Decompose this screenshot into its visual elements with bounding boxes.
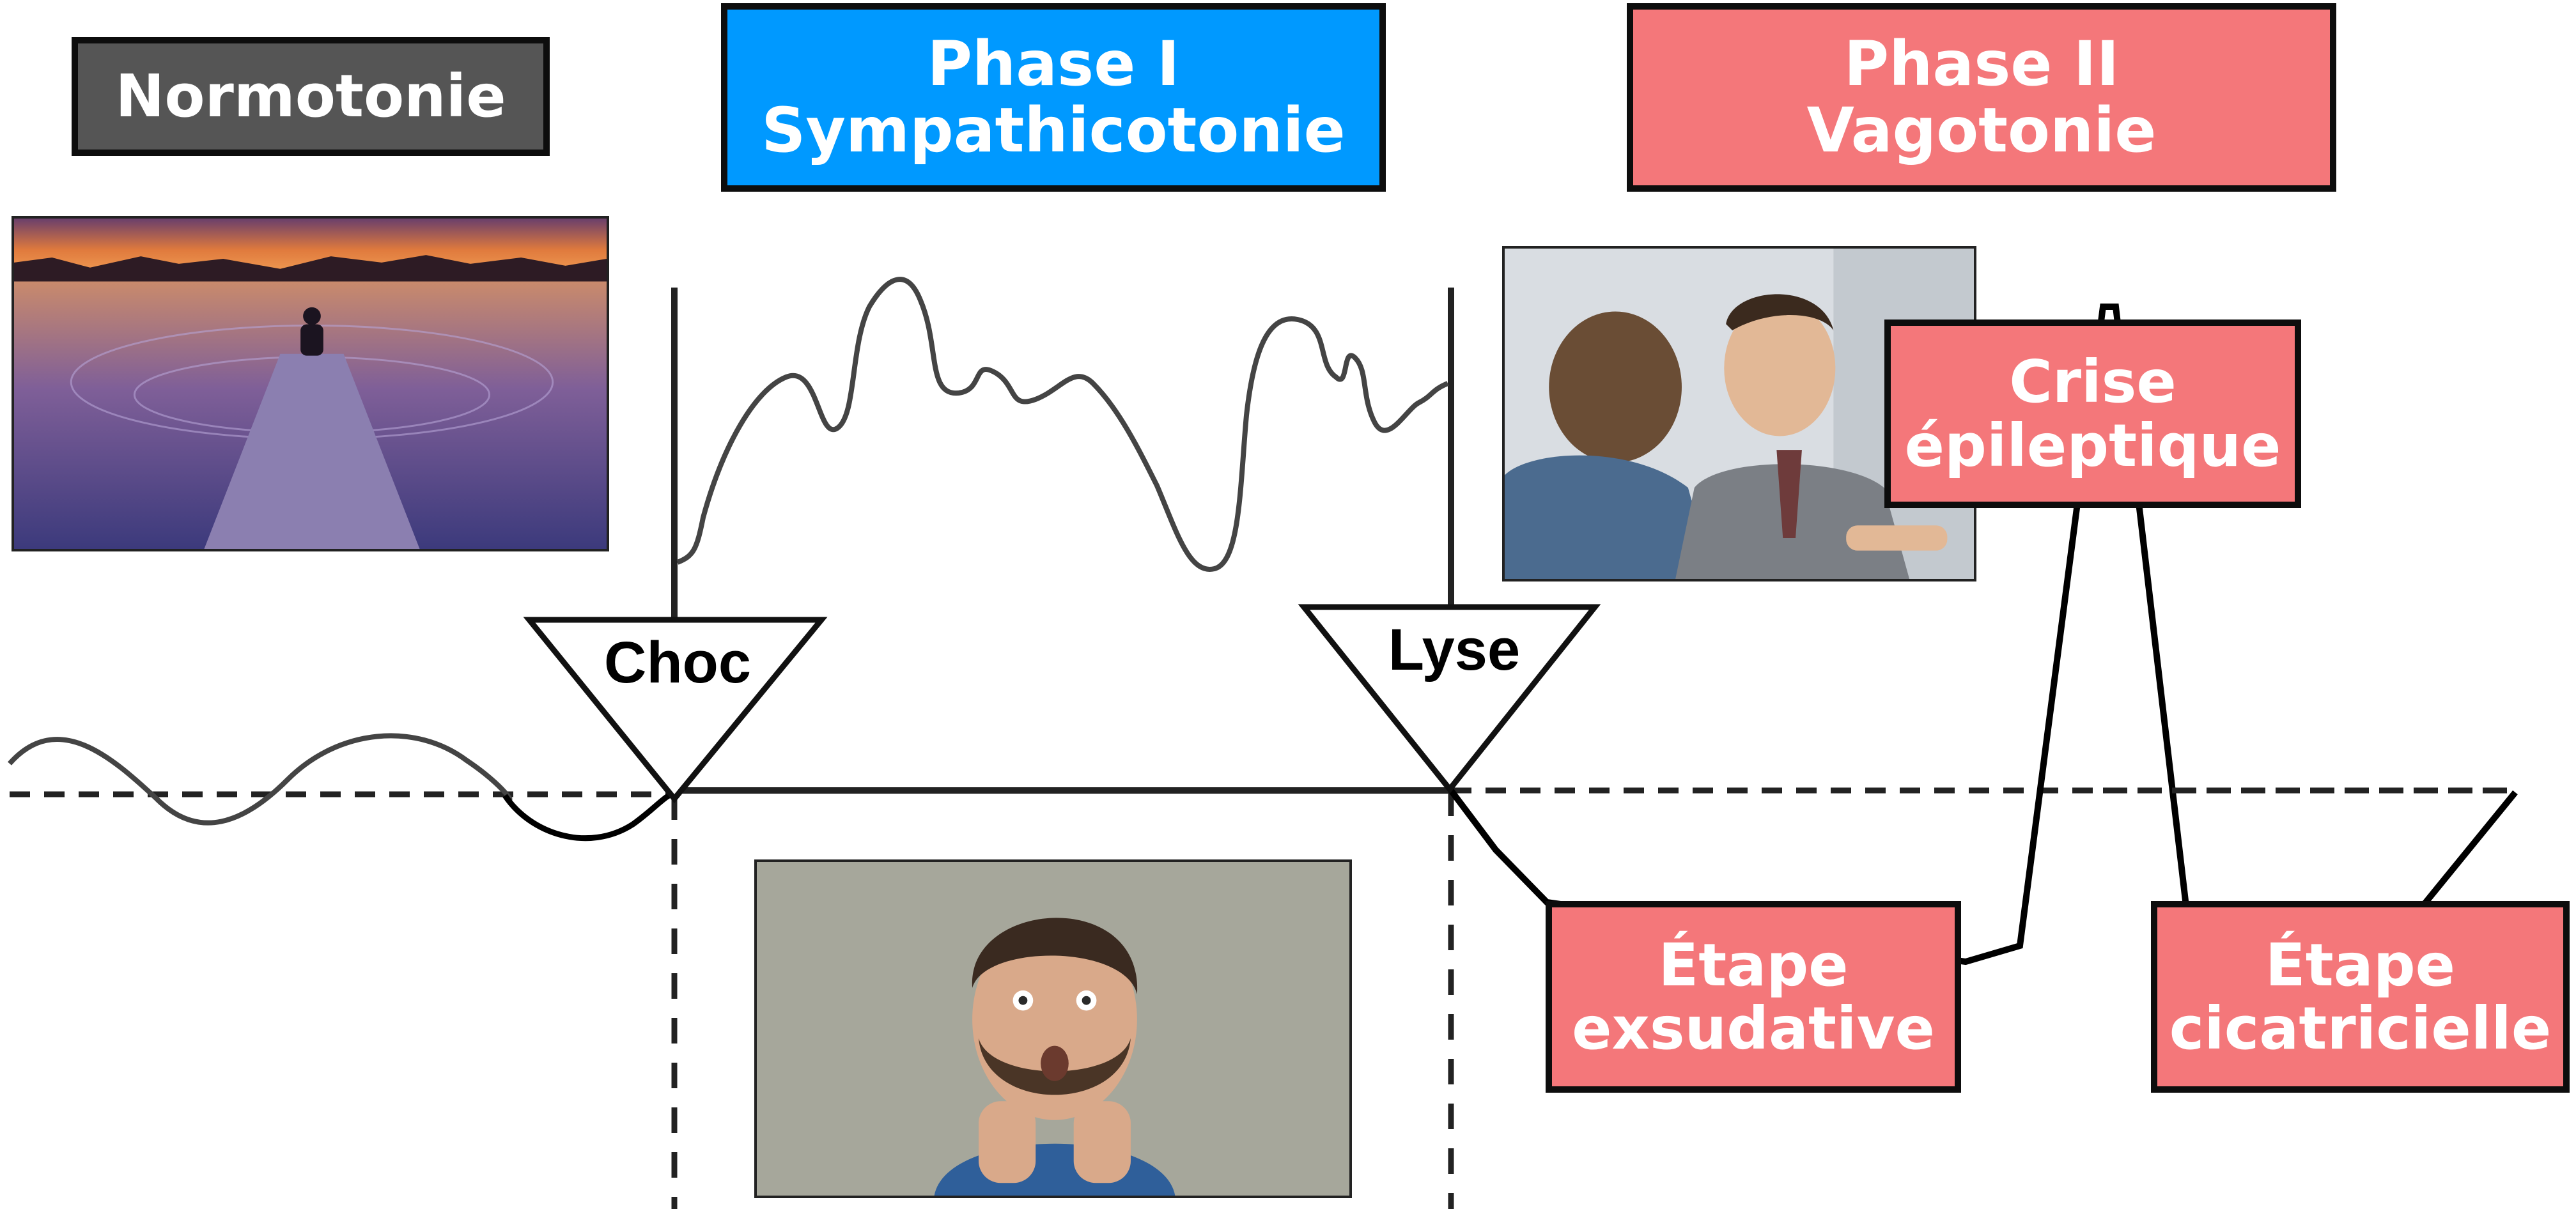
sunset-pier-image [12, 216, 609, 551]
normotonie-label: Normotonie [115, 62, 506, 131]
phase1-subtitle: Sympathicotonie [761, 94, 1346, 166]
exsudative-line1: Étape [1658, 930, 1849, 999]
exsudative-line2: exsudative [1572, 994, 1935, 1063]
frightened-man-image [754, 859, 1352, 1198]
phase2-title: Phase II [1843, 27, 2120, 100]
choc-triangle [523, 617, 828, 804]
choc-label: Choc [604, 630, 751, 695]
lyse-label: Lyse [1388, 617, 1521, 682]
lyse-triangle [1298, 604, 1601, 794]
crise-line2: épileptique [1904, 411, 2281, 480]
normotonia-wave [8, 733, 513, 826]
cicatricielle-line2: cicatricielle [2169, 994, 2552, 1063]
phase1-title: Phase I [927, 27, 1180, 100]
crise-line1: Crise [2009, 348, 2176, 417]
phase2-box: Phase II Vagotonie [1627, 3, 2336, 192]
sympathicotonia-curve [676, 277, 1449, 572]
etape-exsudative-box: Étape exsudative [1546, 901, 1961, 1093]
choc-dip [502, 791, 676, 842]
cicatricielle-line1: Étape [2265, 930, 2456, 999]
normotonie-box: Normotonie [72, 37, 550, 156]
crise-epileptique-box: Crise épileptique [1884, 320, 2301, 508]
phase1-box: Phase I Sympathicotonie [721, 3, 1386, 192]
etape-cicatricielle-box: Étape cicatricielle [2151, 901, 2570, 1093]
phase2-subtitle: Vagotonie [1806, 94, 2157, 166]
